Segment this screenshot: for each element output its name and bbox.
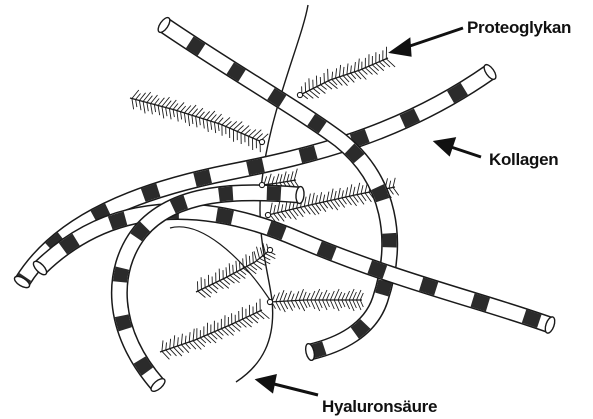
collagen-bands — [22, 72, 490, 282]
hyaluronic-acid-arrow — [270, 383, 318, 395]
link-node — [267, 247, 272, 252]
hyaluronan-branch — [170, 227, 270, 300]
link-node — [259, 182, 264, 187]
link-node — [297, 92, 302, 97]
label-collagen: Kollagen — [489, 150, 558, 169]
proteoglycan-hairs — [132, 90, 268, 152]
collagen-fibers — [13, 16, 557, 394]
collagen-fiber-middle — [31, 211, 556, 334]
proteoglycan-arrow — [404, 28, 463, 48]
link-node — [265, 212, 270, 217]
proteoglycan-arrowhead — [392, 40, 410, 55]
label-proteoglycan: Proteoglykan — [467, 18, 571, 37]
proteoglycan-hairs — [302, 47, 396, 99]
label-hyaluronic-acid: Hyaluronsäure — [322, 397, 437, 416]
link-node — [267, 299, 272, 304]
hyaluronic-acid-arrowhead — [258, 376, 275, 391]
link-node — [259, 139, 264, 144]
proteoglycan-hairs — [162, 299, 270, 360]
arrows — [258, 28, 481, 395]
collagen-arrow — [448, 146, 481, 157]
collagen-arrowhead — [436, 139, 454, 154]
